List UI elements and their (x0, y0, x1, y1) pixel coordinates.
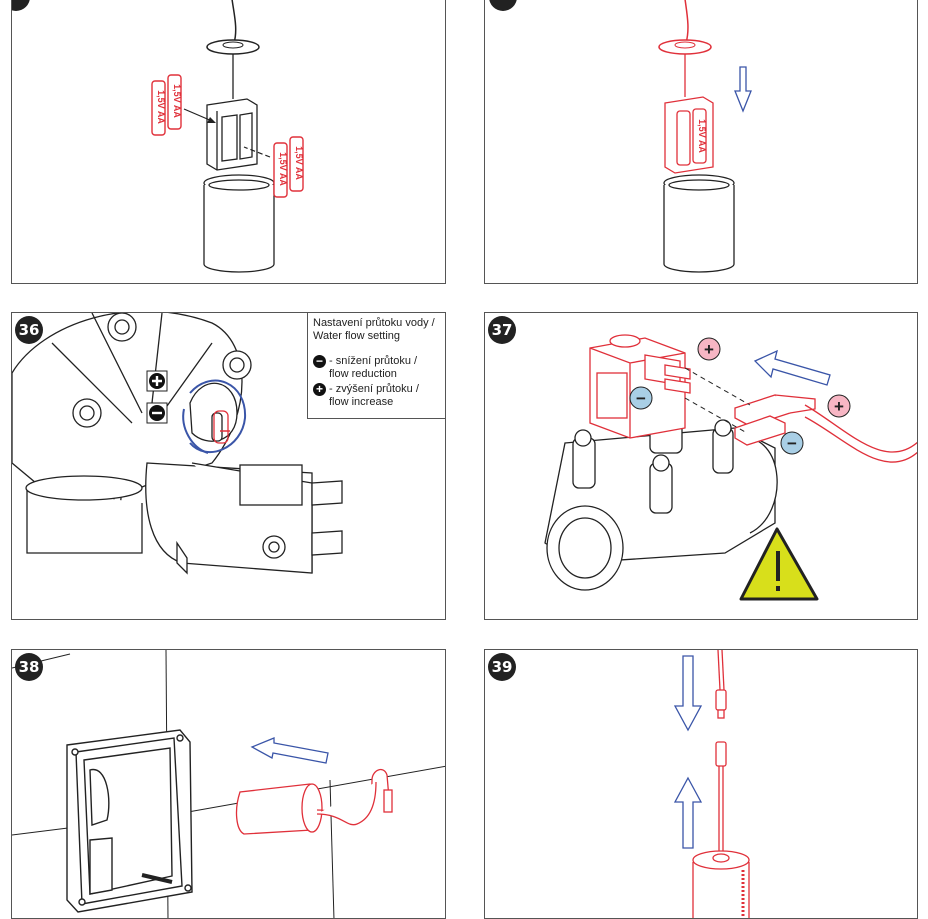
warning-triangle-icon (739, 527, 819, 601)
step-number-37: 37 (488, 316, 516, 344)
holder-into-can-illustration: 1,5V AA (658, 0, 752, 273)
step-badge-partial (12, 0, 30, 11)
minus-terminal-icon (629, 386, 653, 410)
battery-holder-loaded: 1,5V AA (664, 96, 714, 174)
step-number-39: 39 (488, 653, 516, 681)
step-number-36: 36 (15, 316, 43, 344)
legend-title-line2: Water flow setting (313, 330, 401, 342)
step-badge-partial (489, 0, 517, 11)
step-number-38: 38 (15, 653, 43, 681)
battery-label: 1,5V AA (156, 90, 166, 124)
batteries-right: 1,5V AA 1,5V AA (273, 136, 304, 198)
panel-battery-insert: 1,5V AA 1,5V AA 1,5V AA 1,5V AA (11, 0, 446, 284)
left-arrow-icon (250, 737, 329, 764)
down-arrow-icon (734, 66, 752, 113)
plus-wire-icon (827, 394, 851, 418)
battery-label: 1,5V AA (294, 146, 304, 180)
battery-label: 1,5V AA (172, 84, 182, 118)
legend-increase-line1: - zvýšení průtoku / (329, 383, 419, 395)
legend-reduction-line1: - snížení průtoku / (329, 355, 418, 367)
battery-can (203, 174, 275, 273)
battery-insert-illustration: 1,5V AA 1,5V AA 1,5V AA 1,5V AA (151, 0, 304, 273)
minus-wire-icon (780, 431, 804, 455)
battery-holder (206, 98, 258, 171)
batteries-left: 1,5V AA 1,5V AA (151, 74, 182, 136)
minus-terminal-label: − (636, 389, 646, 408)
legend-row-reduction: − - snížení průtoku / flow reduction (313, 355, 440, 381)
valve-connection-illustration: + − + − (544, 334, 917, 601)
panel-step-38: 38 (11, 649, 446, 919)
plus-icon: + (313, 383, 326, 396)
minus-icon: − (313, 355, 326, 368)
plus-wire-label: + (834, 397, 844, 416)
flow-setting-legend: Nastavení průtoku vody / Water flow sett… (307, 313, 445, 419)
flow-setting-illustration (12, 313, 343, 575)
plus-terminal-icon (697, 337, 721, 361)
legend-title-line1: Nastavení průtoku vody / (313, 317, 435, 329)
minus-wire-label: − (787, 434, 797, 453)
plus-terminal-label: + (704, 340, 714, 359)
legend-reduction-line2: flow reduction (329, 368, 397, 380)
battery-can-red (235, 768, 393, 835)
panel-step-36: 36 (11, 312, 446, 620)
connector-coupling-illustration (673, 650, 750, 918)
panel-holder-into-can: 1,5V AA (484, 0, 918, 284)
battery-label: 1,5V AA (278, 152, 288, 186)
left-arrow-icon (753, 349, 831, 386)
panel-step-39: 39 (484, 649, 918, 919)
legend-increase-line2: flow increase (329, 396, 394, 408)
panel-step-37: 37 (484, 312, 918, 620)
down-arrow-icon (673, 655, 703, 732)
up-arrow-icon (673, 776, 703, 849)
battery-can (663, 174, 735, 273)
battery-label: 1,5V AA (697, 119, 707, 153)
legend-row-increase: + - zvýšení průtoku / flow increase (313, 383, 440, 409)
can-insertion-illustration (12, 650, 445, 918)
